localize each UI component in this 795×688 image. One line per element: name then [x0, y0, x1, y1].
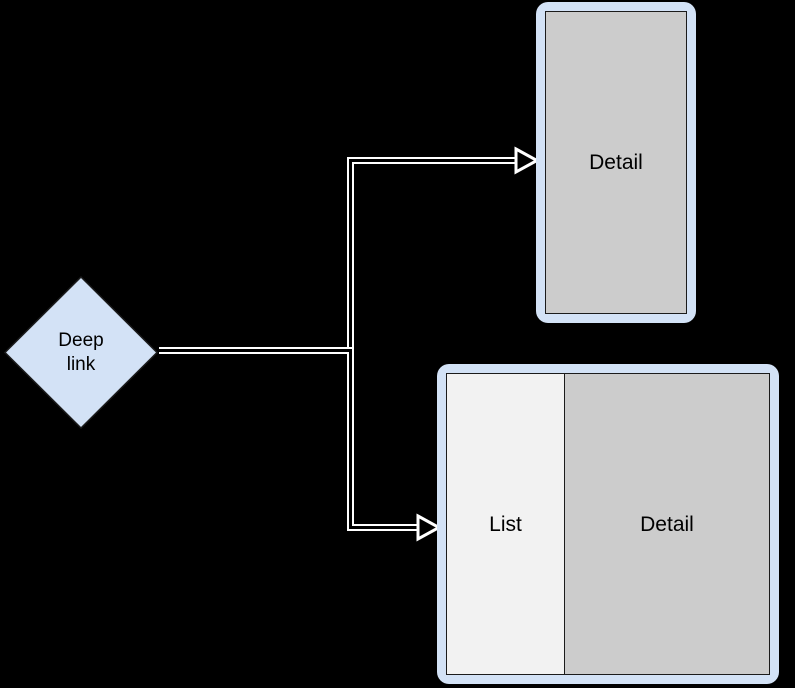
edge-deep-link-to-tablet-list-detail[interactable] — [159, 347, 443, 542]
tablet-screen: List Detail — [446, 373, 770, 675]
tablet-pane-list-label: List — [489, 512, 522, 536]
phone-screen: Detail — [545, 11, 687, 314]
node-phone-device[interactable]: Detail — [536, 2, 696, 323]
tablet-pane-list[interactable]: List — [447, 374, 565, 674]
phone-pane-detail[interactable]: Detail — [546, 12, 686, 313]
diamond-shape-icon — [4, 276, 158, 429]
edge-deep-link-to-phone-detail[interactable] — [159, 146, 541, 354]
tablet-pane-detail-label: Detail — [640, 512, 694, 536]
arrowhead-tablet — [416, 513, 443, 542]
arrowhead-phone — [514, 146, 541, 175]
node-deep-link[interactable]: Deep link — [4, 276, 158, 429]
phone-pane-detail-label: Detail — [589, 151, 643, 174]
node-tablet-device[interactable]: List Detail — [437, 364, 779, 684]
tablet-pane-detail[interactable]: Detail — [565, 374, 769, 674]
